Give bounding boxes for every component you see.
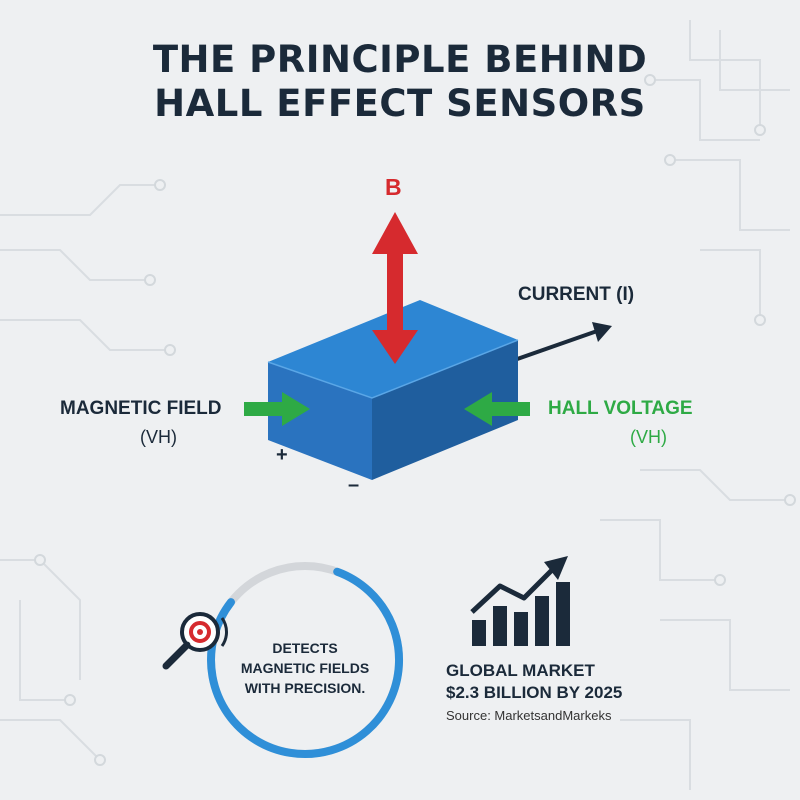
detects-line-1: DETECTS: [272, 640, 338, 656]
hall-voltage-label: HALL VOLTAGE: [548, 398, 693, 419]
magnifier-icon: [162, 612, 229, 670]
magnetic-field-sublabel: (VH): [140, 427, 177, 447]
precision-ring: [207, 562, 403, 759]
b-field-label: B: [385, 174, 402, 200]
b-field-arrow: [372, 212, 418, 364]
magnetic-field-label: MAGNETIC FIELD: [60, 398, 222, 419]
market-info: GLOBAL MARKET $2.3 BILLION BY 2025 Sourc…: [446, 660, 622, 726]
title-line-2: HALL EFFECT SENSORS: [154, 82, 646, 125]
hall-voltage-sublabel: (VH): [630, 427, 667, 447]
plus-sign: +: [276, 444, 288, 466]
bar-chart-growth-icon: [470, 556, 570, 646]
market-source: Source: MarketsandMarkeks: [446, 708, 612, 723]
magnetic-field-arrow: [244, 392, 310, 426]
minus-sign: –: [348, 474, 360, 496]
detects-line-2: MAGNETIC FIELDS: [240, 660, 370, 676]
page-title: THE PRINCIPLE BEHIND HALL EFFECT SENSORS: [0, 38, 800, 126]
hall-voltage-arrow: [464, 392, 530, 426]
detects-line-3: WITH PRECISION.: [244, 680, 366, 696]
current-label: CURRENT (I): [518, 284, 635, 305]
market-title: GLOBAL MARKET: [446, 661, 595, 680]
market-value: $2.3 BILLION BY 2025: [446, 683, 623, 702]
title-line-1: THE PRINCIPLE BEHIND: [152, 38, 648, 81]
detects-text: DETECTS MAGNETIC FIELDS WITH PRECISION.: [225, 638, 385, 698]
